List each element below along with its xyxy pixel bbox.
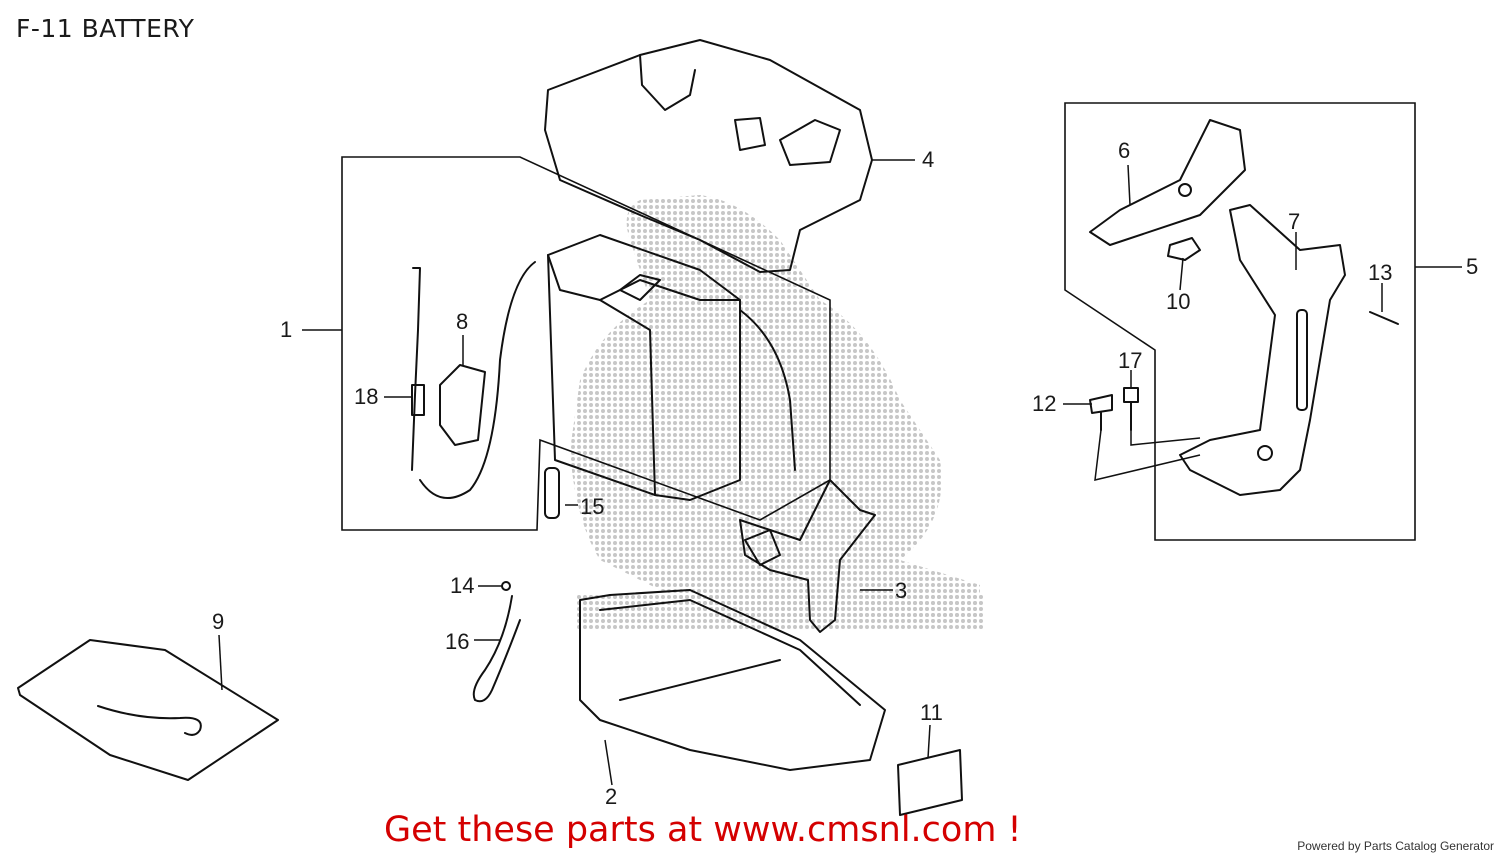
assembly-frame-1: [341, 156, 831, 531]
callout-14: 14: [450, 573, 474, 598]
diagram-title: F-11 BATTERY: [16, 14, 195, 43]
callout-6: 6: [1118, 138, 1130, 163]
part-pin: [1369, 311, 1399, 325]
watermark-logo: [570, 195, 985, 630]
powered-by-footer: Powered by Parts Catalog Generator: [1297, 839, 1494, 853]
part-holder-plate: [1089, 119, 1246, 246]
callout-13: 13: [1368, 260, 1392, 285]
part-bolt: [1123, 387, 1139, 431]
cmsnl-parts-link[interactable]: Get these parts at www.cmsnl.com !: [384, 810, 1022, 850]
callout-18: 18: [354, 384, 378, 409]
part-battery-stay: [1179, 204, 1346, 496]
callout-12: 12: [1032, 391, 1056, 416]
callout-17: 17: [1118, 348, 1142, 373]
part-battery-case: [579, 589, 886, 771]
assembly-frame-5: [1064, 102, 1416, 541]
leader-lines: [218, 159, 1462, 786]
callout-2: 2: [605, 784, 617, 809]
callout-16: 16: [445, 629, 469, 654]
part-nut: [1167, 237, 1201, 261]
part-battery: [419, 234, 796, 501]
callout-15: 15: [580, 494, 604, 519]
callout-5: 5: [1466, 254, 1478, 279]
part-tool-sheet: [17, 639, 279, 781]
callout-8: 8: [456, 309, 468, 334]
part-breather-hose: [472, 595, 521, 703]
callout-labels: 1 2 3 4 5 6 7 8 9 10 11 12 13 14 15 16 1…: [212, 138, 1478, 809]
part-battery-bracket: [739, 479, 876, 633]
part-battery-cover: [544, 39, 873, 273]
callout-7: 7: [1288, 209, 1300, 234]
callout-4: 4: [922, 147, 934, 172]
callout-1: 1: [280, 317, 292, 342]
part-breather-tube: [544, 467, 560, 519]
part-fuse-cable: [411, 267, 425, 471]
callout-10: 10: [1166, 289, 1190, 314]
part-clip: [501, 581, 511, 591]
callout-9: 9: [212, 609, 224, 634]
part-screw: [1089, 394, 1113, 431]
callout-11: 11: [920, 700, 943, 725]
callout-3: 3: [895, 578, 907, 603]
part-caution-label: [897, 749, 963, 816]
part-fuse: [439, 364, 486, 446]
